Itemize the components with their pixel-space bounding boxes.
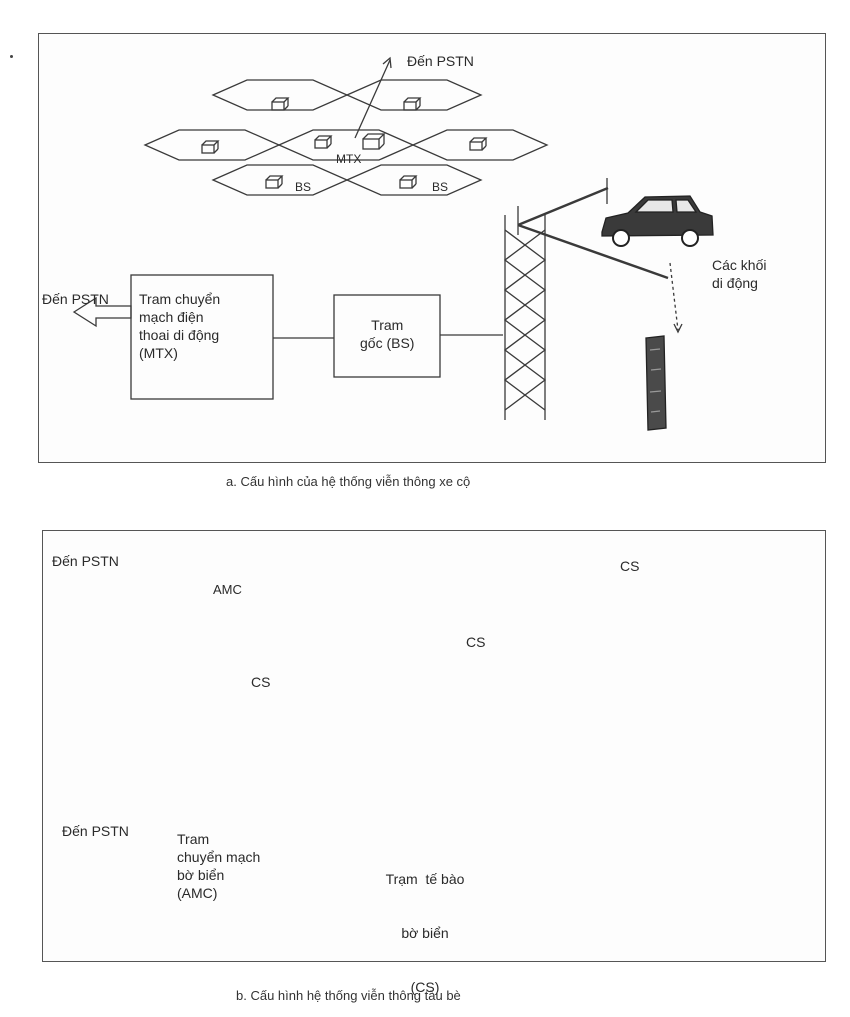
bs-cube-icon	[202, 141, 218, 153]
bs-cube-icon	[266, 176, 282, 188]
bs-cube-icon	[315, 136, 331, 148]
to-pstn-bottom-label: Đến PSTN	[62, 822, 129, 840]
mtx-box-line: mạch điện	[139, 308, 220, 326]
to-pstn-top-label: Đến PSTN	[52, 552, 119, 570]
bs-label: BS	[295, 178, 311, 196]
bs-box-line: Tram	[360, 316, 414, 334]
cs-label: CS	[466, 633, 485, 651]
mobile-units-line: di động	[712, 274, 766, 292]
bs-cube-icon	[470, 138, 486, 150]
car-icon	[602, 196, 713, 246]
cs-box-line: bờ biển	[370, 924, 480, 942]
bs-cube-icon	[400, 176, 416, 188]
mtx-box-line: thoai di động	[139, 326, 220, 344]
cs-label: CS	[620, 557, 639, 575]
mobile-units-label: Các khối di động	[712, 256, 766, 292]
caption-a: a. Cấu hình của hệ thống viễn thông xe c…	[226, 474, 470, 489]
mtx-box-text: Tram chuyển mạch điện thoai di động (MTX…	[139, 290, 220, 362]
cs-box-line: Trạm tế bào	[370, 870, 480, 888]
cs-label: CS	[251, 673, 270, 691]
cell-hex-7	[347, 165, 481, 195]
amc-label: AMC	[213, 581, 242, 599]
mtx-pstn-arrow	[355, 60, 390, 138]
to-pstn-left-label: Đến PSTN	[42, 290, 109, 308]
mtx-box-line: Tram chuyển	[139, 290, 220, 308]
cell-hex-2	[347, 80, 481, 110]
amc-box-line: chuyển mạch	[177, 848, 260, 866]
amc-box-line: bờ biển	[177, 866, 260, 884]
amc-box-line: (AMC)	[177, 884, 260, 902]
amc-box-text: Tram chuyển mạch bờ biển (AMC)	[177, 830, 260, 902]
cell-hex-5	[413, 130, 547, 160]
mtx-cube-icon	[363, 134, 384, 149]
bs-label: BS	[432, 178, 448, 196]
caption-b: b. Cấu hình hệ thống viễn thông tàu bè	[236, 988, 461, 1003]
amc-box-line: Tram	[177, 830, 260, 848]
cell-hex-1	[213, 80, 347, 110]
bs-box-text: Tram gốc (BS)	[360, 316, 414, 352]
mobile-units-line: Các khối	[712, 256, 766, 274]
to-pstn-top-label: Đến PSTN	[407, 52, 474, 70]
mtx-label: MTX	[336, 150, 361, 168]
bs-box-line: gốc (BS)	[360, 334, 414, 352]
cell-hex-6	[213, 165, 347, 195]
bs-cube-icon	[272, 98, 288, 110]
bs-cube-icon	[404, 98, 420, 110]
mtx-box-line: (MTX)	[139, 344, 220, 362]
handset-icon	[646, 336, 666, 430]
cs-box-text: Trạm tế bào bờ biển (CS)	[370, 834, 480, 1014]
